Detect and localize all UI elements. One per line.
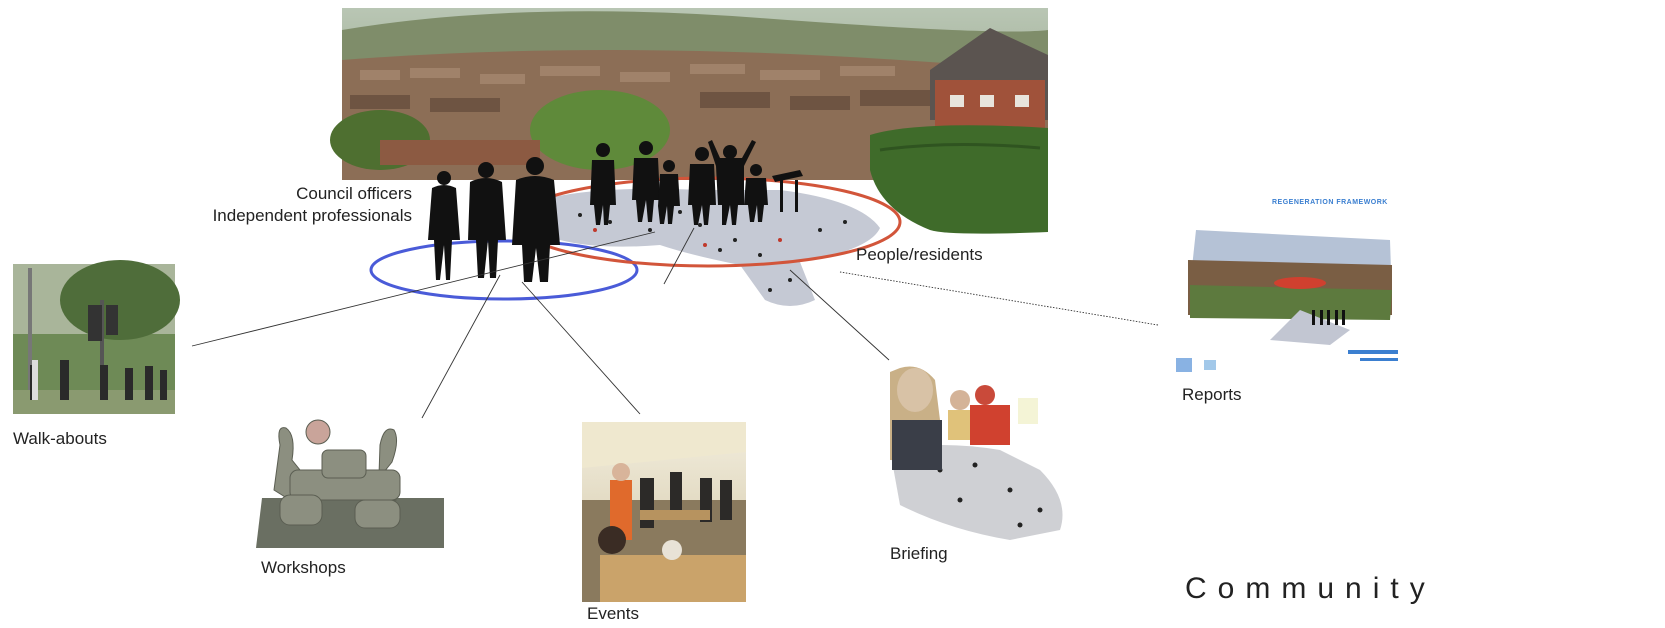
label-workshops: Workshops [261,558,346,577]
label-walk-abouts: Walk-abouts [13,429,107,448]
people-silhouettes [428,140,803,282]
neighbourhood-map [539,188,880,306]
label-people-residents: People/residents [856,245,983,264]
community-title: Community [1185,572,1436,605]
report-cover [1176,178,1414,428]
blue-ring [369,239,639,301]
label-reports: Reports [1182,385,1242,404]
walk-abouts-photo [13,260,180,414]
briefing-photo [890,366,1110,596]
events-photo [582,422,746,602]
label-briefing: Briefing [890,544,948,563]
connector-lines [191,227,1159,419]
label-council-officers: Council officers [296,184,412,203]
housing-panorama-photo [330,8,1048,234]
report-cover-heading: REGENERATION FRAMEWORK [1272,199,1388,206]
label-events: Events [587,604,639,623]
label-independent-professionals: Independent professionals [212,206,412,225]
workshops-photo [252,419,444,548]
